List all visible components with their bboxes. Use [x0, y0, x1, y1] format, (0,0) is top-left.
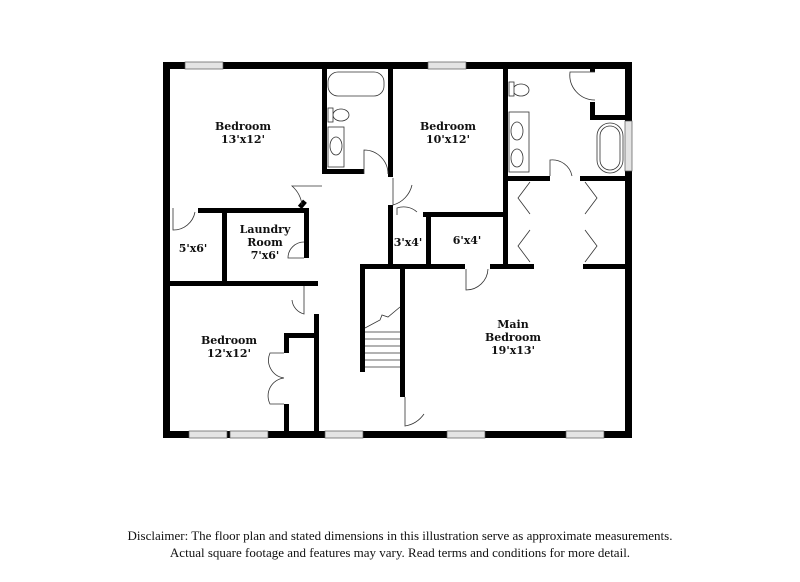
room-name-laundry-line2: Room	[247, 236, 283, 249]
windows	[184, 61, 633, 439]
sink-icon	[510, 148, 524, 168]
room-size-closet-6x4: 6'x4'	[453, 234, 482, 247]
disclaimer-line-1: Disclaimer: The floor plan and stated di…	[127, 528, 673, 543]
room-name-main-bedroom-line2: Bedroom	[485, 331, 541, 344]
bathtub-icon	[327, 71, 385, 97]
room-size-closet-3x4: 3'x4'	[394, 236, 423, 249]
exterior-walls	[163, 62, 632, 438]
room-size-laundry: 7'x6'	[251, 249, 280, 262]
bath-fixtures	[327, 71, 624, 174]
room-name-bedroom-2: Bedroom	[420, 120, 476, 133]
disclaimer-line-2: Actual square footage and features may v…	[169, 545, 631, 560]
room-name-bedroom-3: Bedroom	[201, 334, 257, 347]
sink-icon	[510, 121, 524, 141]
sink-icon	[329, 136, 343, 156]
doors	[172, 71, 598, 427]
room-name-bedroom-1: Bedroom	[215, 120, 271, 133]
toilet-icon	[512, 83, 530, 97]
interior-walls	[163, 62, 632, 438]
staircase	[364, 306, 401, 368]
room-size-bedroom-1: 13'x12'	[221, 133, 265, 146]
toilet-icon	[332, 108, 350, 122]
room-size-bedroom-3: 12'x12'	[207, 347, 251, 360]
room-size-closet-5x6: 5'x6'	[179, 242, 208, 255]
room-labels: Bedroom 13'x12' Bedroom 10'x12' 5'x6' La…	[179, 120, 542, 360]
room-size-bedroom-2: 10'x12'	[426, 133, 470, 146]
room-name-laundry-line1: Laundry	[240, 223, 291, 236]
room-name-main-bedroom-line1: Main	[497, 318, 528, 331]
room-size-main-bedroom: 19'x13'	[491, 344, 535, 357]
